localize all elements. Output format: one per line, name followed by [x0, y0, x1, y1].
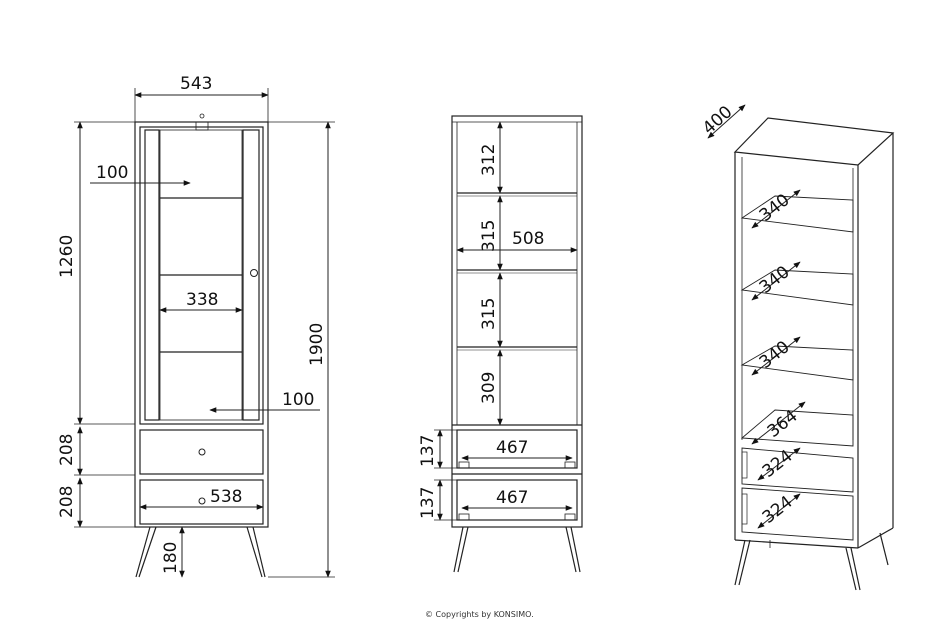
- depth-label: 400: [699, 102, 737, 139]
- drawer-height-top-label: 208: [57, 434, 77, 466]
- drawer-1-height-label: 137: [418, 435, 438, 467]
- compartment-1-height-label: 312: [479, 144, 499, 176]
- drawer-1-width-label: 467: [496, 438, 528, 458]
- drawer-2-width-label: 467: [496, 488, 528, 508]
- compartment-2-height-label: 315: [479, 220, 499, 252]
- drawer-front-width-label: 538: [210, 487, 242, 507]
- inner-width-label: 508: [512, 229, 544, 249]
- front-view: [74, 88, 335, 578]
- shelf-width-label: 338: [186, 290, 218, 310]
- section-view: [434, 115, 583, 573]
- perspective-view: [707, 104, 895, 591]
- compartment-4-height-label: 309: [479, 372, 499, 404]
- total-width-label: 543: [180, 74, 212, 94]
- compartment-3-height-label: 315: [479, 298, 499, 330]
- glass-door-height-label: 1260: [57, 235, 77, 278]
- frame-width-left-label: 100: [96, 163, 128, 183]
- total-height-label: 1900: [307, 323, 327, 366]
- drawer-2-height-label: 137: [418, 487, 438, 519]
- leg-height-label: 180: [161, 542, 181, 574]
- copyright-text: © Copyrights by KONSIMO.: [425, 610, 534, 619]
- frame-width-right-label: 100: [282, 390, 314, 410]
- drawer-height-bottom-label: 208: [57, 486, 77, 518]
- drawer-1-depth-label: 324: [759, 446, 797, 482]
